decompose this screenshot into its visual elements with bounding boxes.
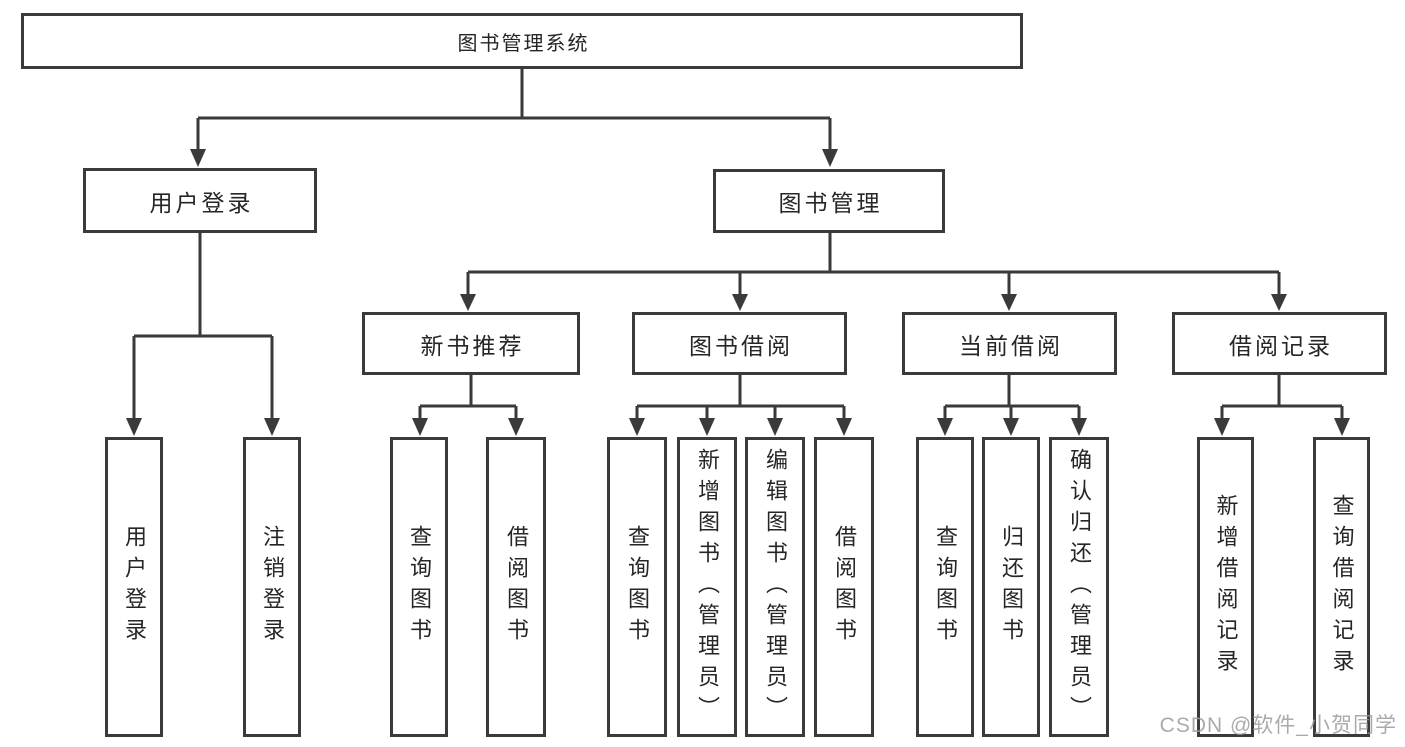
node-book-borrow: 图书借阅	[632, 312, 847, 375]
node-user-login-label: 用户登录	[149, 189, 254, 216]
node-root-label: 图书管理系统	[457, 32, 590, 55]
node-user-login: 用户登录	[83, 168, 317, 233]
leaf-logout: 注销登录	[243, 437, 301, 737]
node-borrow-records-label: 借阅记录	[1229, 332, 1333, 359]
leaf-add-borrow-record: 新增借阅记录	[1197, 437, 1254, 737]
leaf-query-book-current: 查询图书	[916, 437, 974, 737]
leaf-edit-book-admin: 编辑图书（管理员）	[745, 437, 805, 737]
connector-new-book-children	[412, 374, 524, 436]
node-book-management: 图书管理	[713, 169, 945, 233]
leaf-borrow-book-recommend-label: 借阅图书	[504, 525, 529, 649]
leaf-borrow-book: 借阅图书	[814, 437, 874, 737]
node-current-borrow-label: 当前借阅	[959, 332, 1063, 359]
leaf-user-login-label: 用户登录	[122, 525, 147, 649]
node-book-borrow-label: 图书借阅	[689, 332, 793, 359]
leaf-return-book-label: 归还图书	[999, 525, 1024, 649]
node-new-book-recommend: 新书推荐	[362, 312, 580, 375]
csdn-watermark: CSDN @软件_小贺同学	[1159, 714, 1397, 737]
node-new-book-recommend-label: 新书推荐	[420, 332, 525, 359]
leaf-add-book-admin-label: 新增图书（管理员）	[695, 447, 720, 727]
leaf-confirm-return-admin: 确认归还（管理员）	[1049, 437, 1109, 737]
connector-current-borrow-children	[937, 374, 1087, 436]
leaf-query-book-borrow-label: 查询图书	[625, 525, 650, 649]
node-current-borrow: 当前借阅	[902, 312, 1117, 375]
leaf-query-book-current-label: 查询图书	[933, 525, 958, 649]
connector-user-login-children	[126, 233, 280, 436]
connector-book-borrow-children	[629, 374, 852, 436]
connector-book-management-children	[460, 233, 1287, 311]
leaf-query-book-borrow: 查询图书	[607, 437, 667, 737]
leaf-query-book-recommend: 查询图书	[390, 437, 448, 737]
leaf-logout-label: 注销登录	[260, 525, 285, 649]
leaf-return-book: 归还图书	[982, 437, 1040, 737]
leaf-add-book-admin: 新增图书（管理员）	[677, 437, 737, 737]
leaf-query-book-recommend-label: 查询图书	[407, 525, 432, 649]
node-borrow-records: 借阅记录	[1172, 312, 1387, 375]
leaf-user-login: 用户登录	[105, 437, 163, 737]
connector-borrow-records-children	[1214, 374, 1350, 436]
leaf-borrow-book-recommend: 借阅图书	[486, 437, 546, 737]
leaf-confirm-return-admin-label: 确认归还（管理员）	[1067, 447, 1092, 727]
node-book-management-label: 图书管理	[778, 190, 883, 216]
leaf-add-borrow-record-label: 新增借阅记录	[1213, 494, 1239, 680]
leaf-query-borrow-record-label: 查询借阅记录	[1329, 494, 1355, 680]
leaf-edit-book-admin-label: 编辑图书（管理员）	[763, 447, 788, 727]
leaf-borrow-book-label: 借阅图书	[832, 525, 857, 649]
node-root-system: 图书管理系统	[21, 13, 1023, 69]
leaf-query-borrow-record: 查询借阅记录	[1313, 437, 1370, 737]
connector-root-to-level2	[190, 69, 838, 167]
